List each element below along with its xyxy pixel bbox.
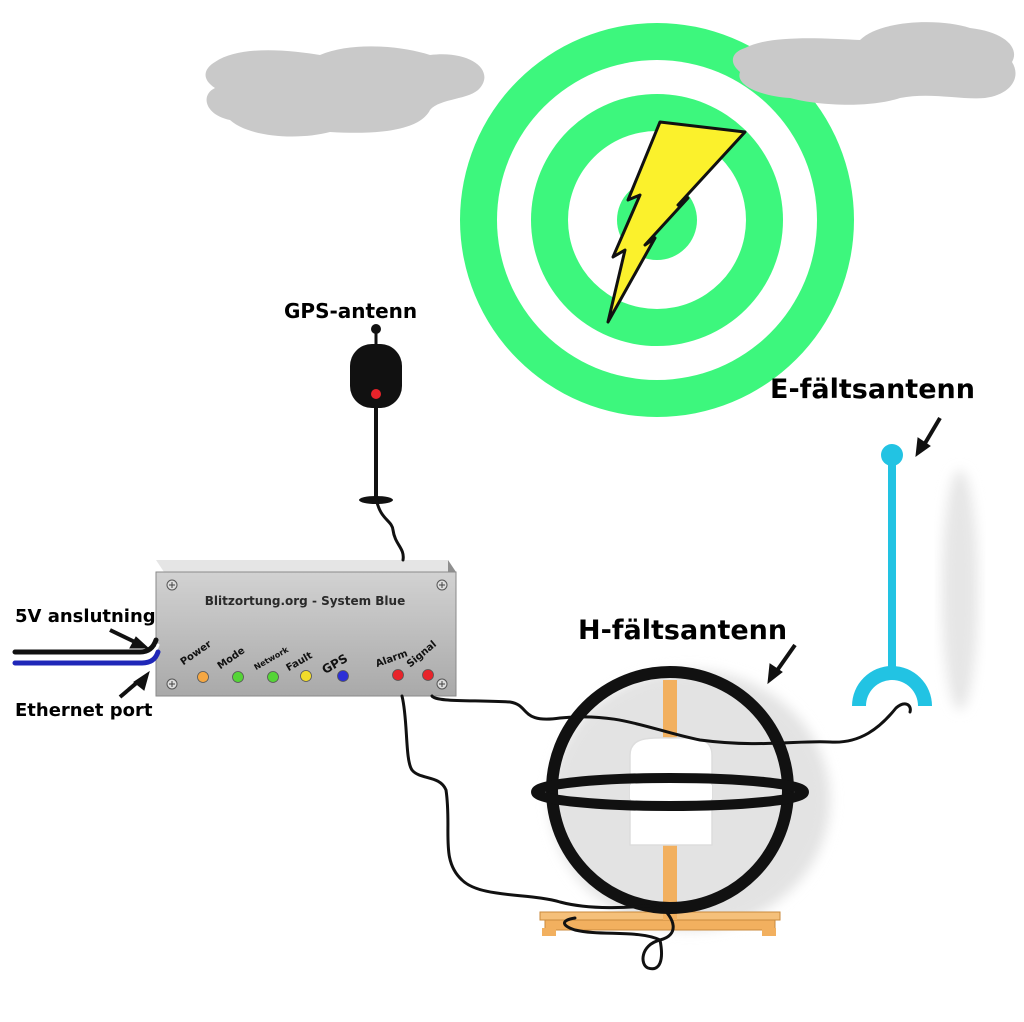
- e-antenna-shadow: [942, 470, 978, 710]
- arrow-icon: [109, 628, 150, 649]
- e-field-antenna-label: E-fältsantenn: [770, 374, 975, 405]
- system-blue-device: [155, 560, 457, 697]
- cloud-left: [205, 46, 485, 137]
- screw-icon: [166, 579, 178, 591]
- power-connection-label: 5V anslutning: [15, 606, 156, 627]
- h-antenna-lead: [563, 904, 675, 971]
- led-gps-icon: [337, 670, 349, 682]
- screw-icon: [436, 579, 448, 591]
- e-field-antenna: [852, 444, 932, 706]
- led-power-icon: [197, 671, 209, 683]
- ethernet-port-label: Ethernet port: [15, 700, 153, 721]
- led-mode-icon: [232, 671, 244, 683]
- signal-cable: [430, 694, 912, 746]
- gps-antenna: [350, 324, 402, 504]
- ethernet-cable: [12, 649, 161, 666]
- led-signal-icon: [422, 669, 434, 681]
- led-alarm-icon: [392, 669, 404, 681]
- led-network-icon: [267, 671, 279, 683]
- gps-cable: [374, 496, 405, 562]
- screw-icon: [166, 678, 178, 690]
- arrow-icon: [915, 416, 942, 458]
- cables: [12, 496, 912, 971]
- screw-icon: [436, 678, 448, 690]
- power-cable-white: [13, 643, 160, 659]
- h-field-antenna: [531, 666, 809, 914]
- arrow-icon: [118, 670, 150, 699]
- device-title: Blitzortung.org - System Blue: [204, 594, 406, 608]
- power-cable: [12, 637, 159, 655]
- led-fault-icon: [300, 670, 312, 682]
- cloud-right: [732, 22, 1016, 105]
- lightning-bolt-icon: [606, 120, 747, 324]
- h-field-antenna-label: H-fältsantenn: [578, 615, 788, 646]
- gps-status-led: [371, 389, 381, 399]
- arrow-icon: [767, 643, 797, 685]
- pointer-arrows: [109, 416, 942, 699]
- gps-antenna-label: GPS-antenn: [284, 299, 418, 323]
- h-antenna-cable: [400, 694, 657, 910]
